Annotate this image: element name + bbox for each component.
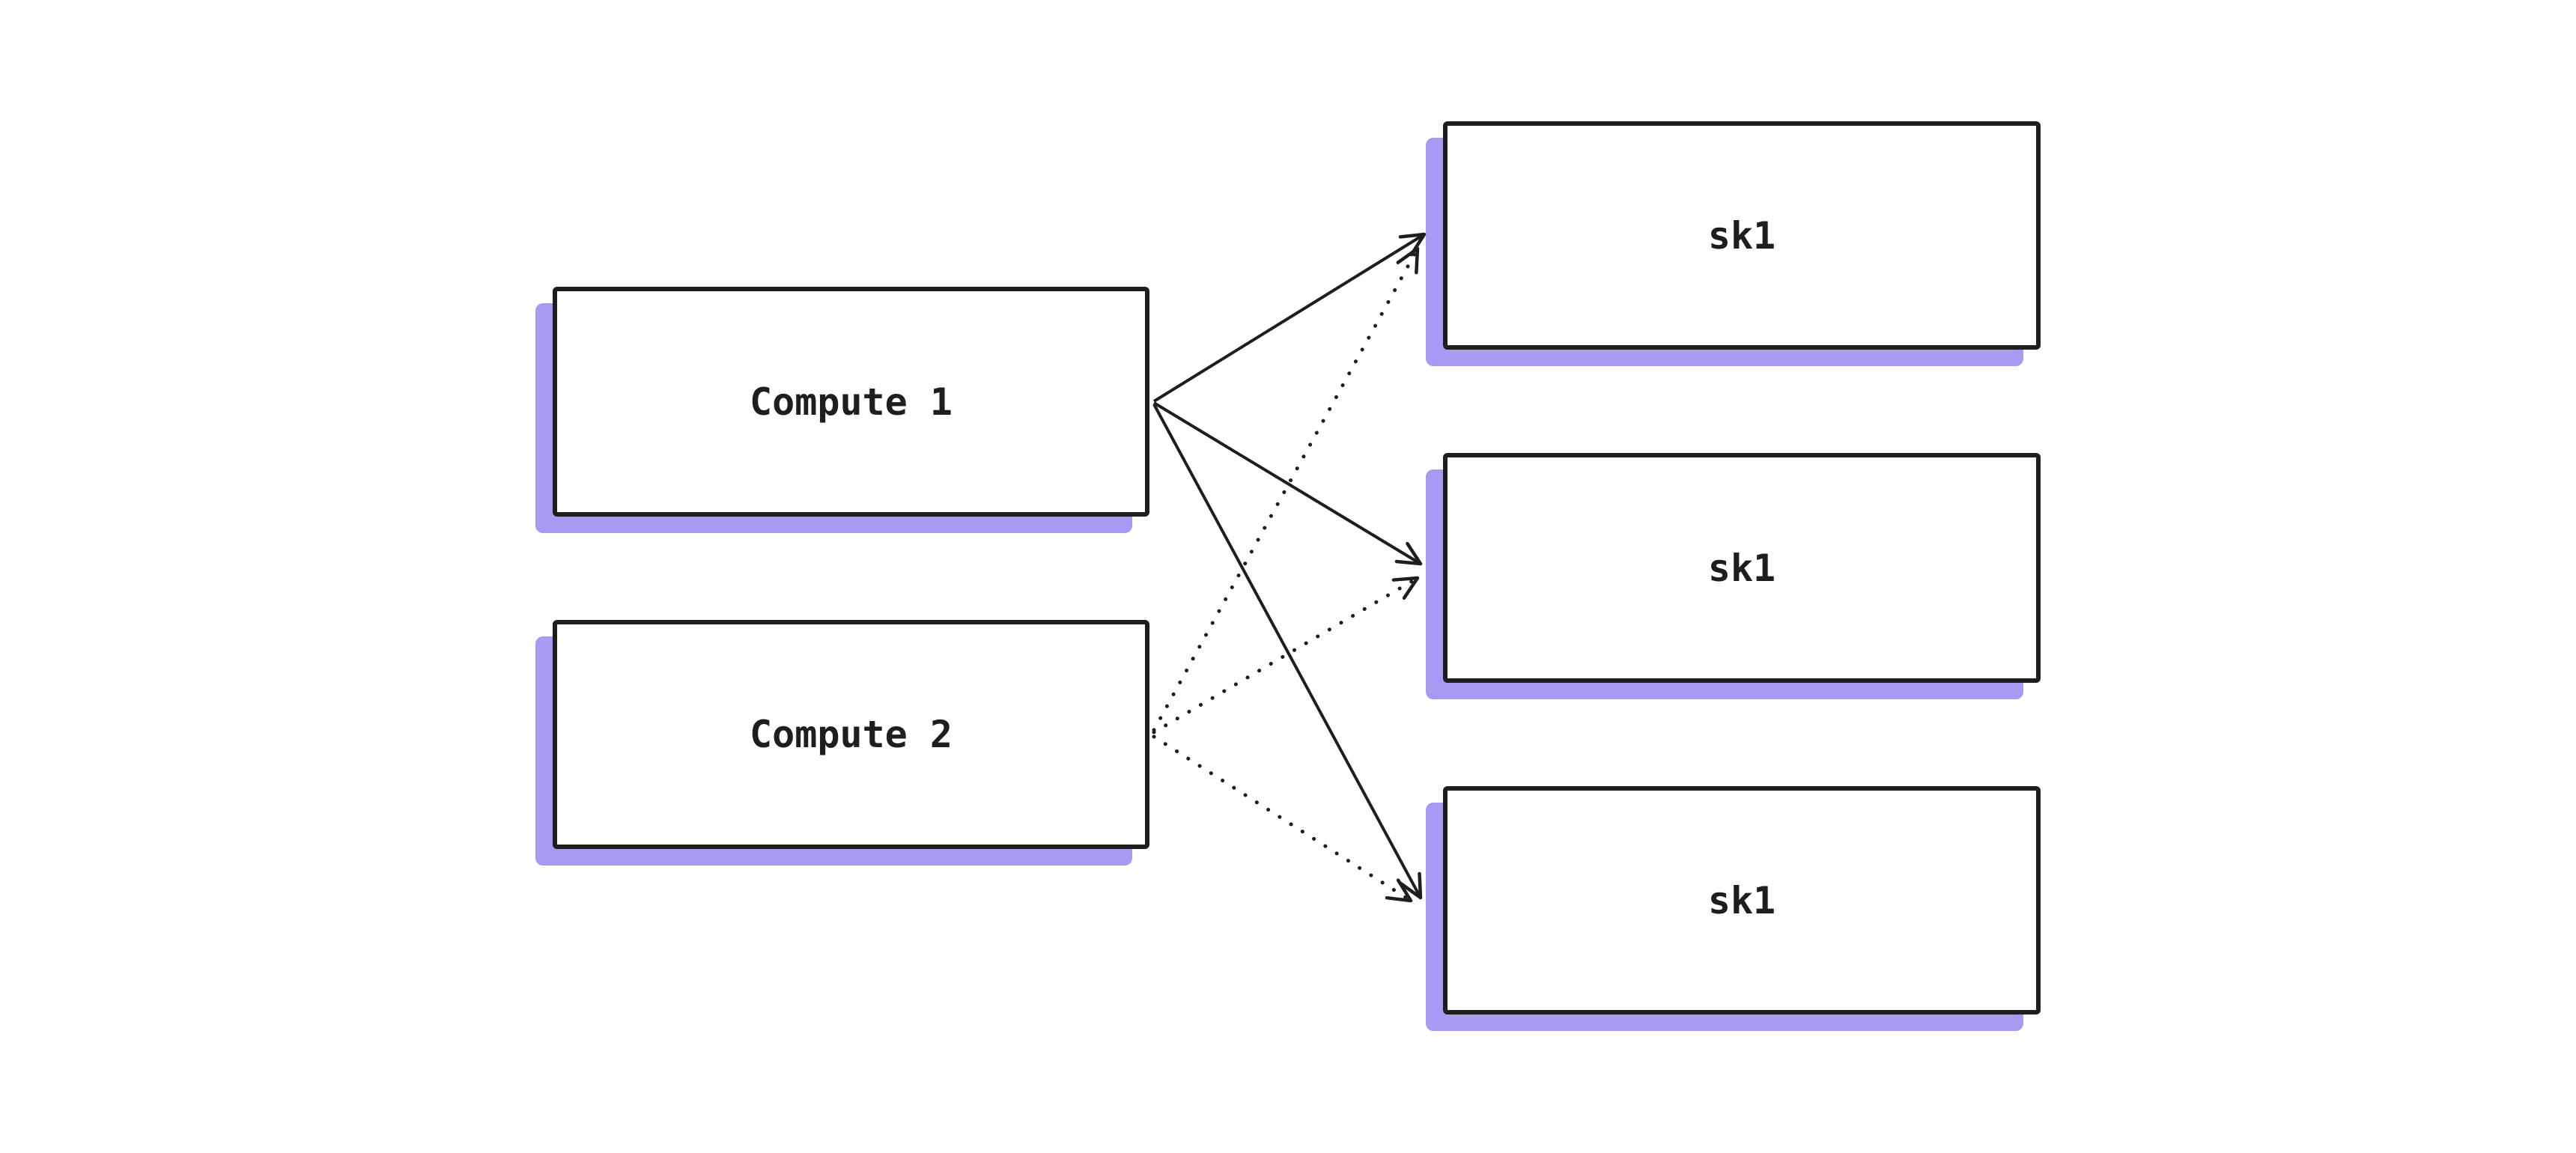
- edge-compute-2-to-sk1-c: [1152, 734, 1413, 903]
- node-label-compute-2: Compute 2: [750, 713, 953, 756]
- node-label-sk1-b: sk1: [1707, 546, 1776, 590]
- edge-compute-2-to-sk1-a: [1152, 246, 1420, 732]
- node-sk1-a: sk1: [1426, 121, 2041, 366]
- edge-compute-2-to-sk1-b: [1152, 576, 1420, 734]
- edge-compute-1-to-sk1-b: [1152, 401, 1423, 566]
- node-face: Compute 2: [553, 620, 1149, 849]
- node-compute-2: Compute 2: [535, 620, 1149, 865]
- node-face: sk1: [1443, 453, 2041, 683]
- node-compute-1: Compute 1: [535, 287, 1149, 533]
- node-label-sk1-a: sk1: [1707, 213, 1776, 258]
- node-label-sk1-c: sk1: [1707, 878, 1776, 922]
- node-face: Compute 1: [553, 287, 1149, 517]
- node-face: sk1: [1443, 786, 2041, 1014]
- node-sk1-c: sk1: [1426, 786, 2041, 1031]
- edge-compute-1-to-sk1-a: [1152, 232, 1427, 403]
- node-face: sk1: [1443, 121, 2041, 350]
- node-sk1-b: sk1: [1426, 453, 2041, 699]
- node-label-compute-1: Compute 1: [750, 380, 953, 424]
- edge-compute-1-to-sk1-c: [1152, 404, 1423, 900]
